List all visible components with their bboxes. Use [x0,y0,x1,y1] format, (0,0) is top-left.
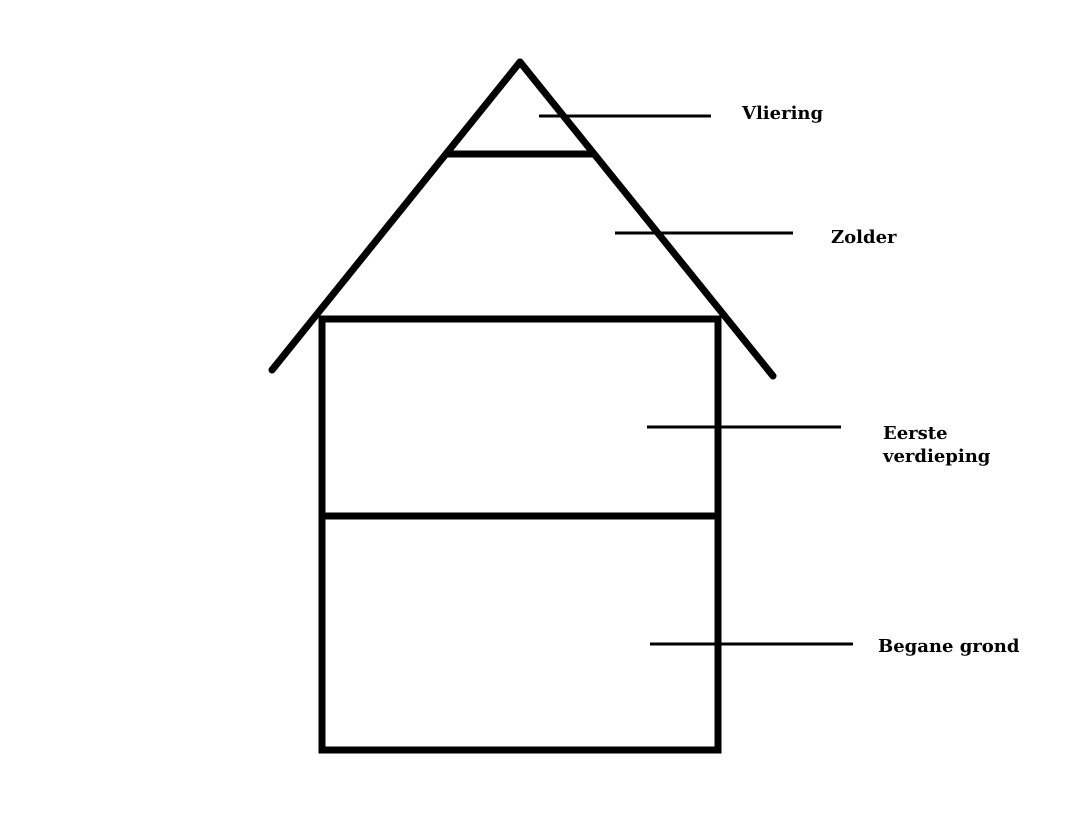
roof [268,58,777,380]
label-vliering: Vliering [742,103,824,124]
label-zolder: Zolder [831,227,897,248]
label-begane-grond: Begane grond [878,636,1020,657]
label-eerste-verdieping-line1: Eerste [883,423,948,444]
roof-right-slope [516,58,777,380]
leader-lines [539,114,853,646]
house-body [318,315,722,754]
roof-left-slope [268,58,524,374]
label-eerste-verdieping-line2: verdieping [883,446,991,467]
